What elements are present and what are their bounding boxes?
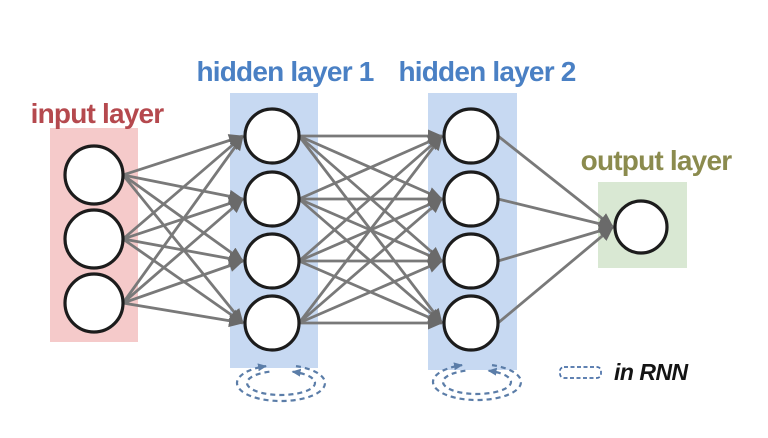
hidden1-neuron bbox=[243, 107, 301, 165]
input-layer-label: input layer bbox=[30, 98, 165, 129]
edge-hidden1-to-hidden2 bbox=[298, 259, 443, 325]
input-neuron bbox=[63, 144, 125, 206]
edge-hidden2-to-output bbox=[497, 197, 614, 231]
edge-hidden2-to-output bbox=[497, 224, 614, 263]
output-neuron bbox=[613, 199, 669, 255]
dashed-box bbox=[559, 366, 602, 379]
hidden1-rnn-loop-outer bbox=[235, 363, 327, 403]
edge-input-to-hidden1 bbox=[122, 134, 244, 241]
edge-hidden2-to-output bbox=[497, 134, 614, 229]
rnn-legend: in RNN bbox=[558, 361, 688, 384]
hidden2-rnn-loop-inner bbox=[441, 367, 513, 396]
hidden1-rnn-loop-inner bbox=[245, 368, 317, 397]
edge-hidden1-to-hidden2 bbox=[298, 134, 443, 263]
edge-input-to-hidden1 bbox=[121, 135, 245, 304]
output-layer-label: output layer bbox=[580, 145, 732, 176]
hidden1-neuron bbox=[243, 170, 301, 228]
dashed-loop-icon bbox=[559, 366, 602, 379]
edge-hidden1-to-hidden2 bbox=[298, 197, 443, 325]
input-neuron bbox=[63, 272, 125, 334]
edge-hidden2-to-output bbox=[497, 225, 614, 325]
edge-input-to-hidden1 bbox=[122, 301, 244, 328]
hidden2-neuron bbox=[442, 107, 500, 165]
hidden2-neuron bbox=[442, 294, 500, 352]
hidden-layer-2-label: hidden layer 2 bbox=[398, 56, 576, 87]
hidden2-rnn-loop-outer bbox=[431, 362, 523, 402]
legend-label: in RNN bbox=[614, 359, 688, 385]
hidden1-neuron bbox=[243, 232, 301, 290]
edge-input-to-hidden1 bbox=[122, 197, 244, 305]
edge-hidden1-to-hidden2 bbox=[298, 134, 443, 201]
hidden-layer-1-label: hidden layer 1 bbox=[196, 56, 374, 87]
hidden2-neuron bbox=[442, 232, 500, 290]
input-neuron bbox=[63, 208, 125, 270]
edge-hidden1-to-hidden2 bbox=[297, 135, 444, 324]
hidden1-neuron bbox=[243, 294, 301, 352]
edge-input-to-hidden1 bbox=[122, 259, 244, 305]
hidden2-neuron bbox=[442, 170, 500, 228]
edge-input-to-hidden1 bbox=[122, 134, 244, 177]
